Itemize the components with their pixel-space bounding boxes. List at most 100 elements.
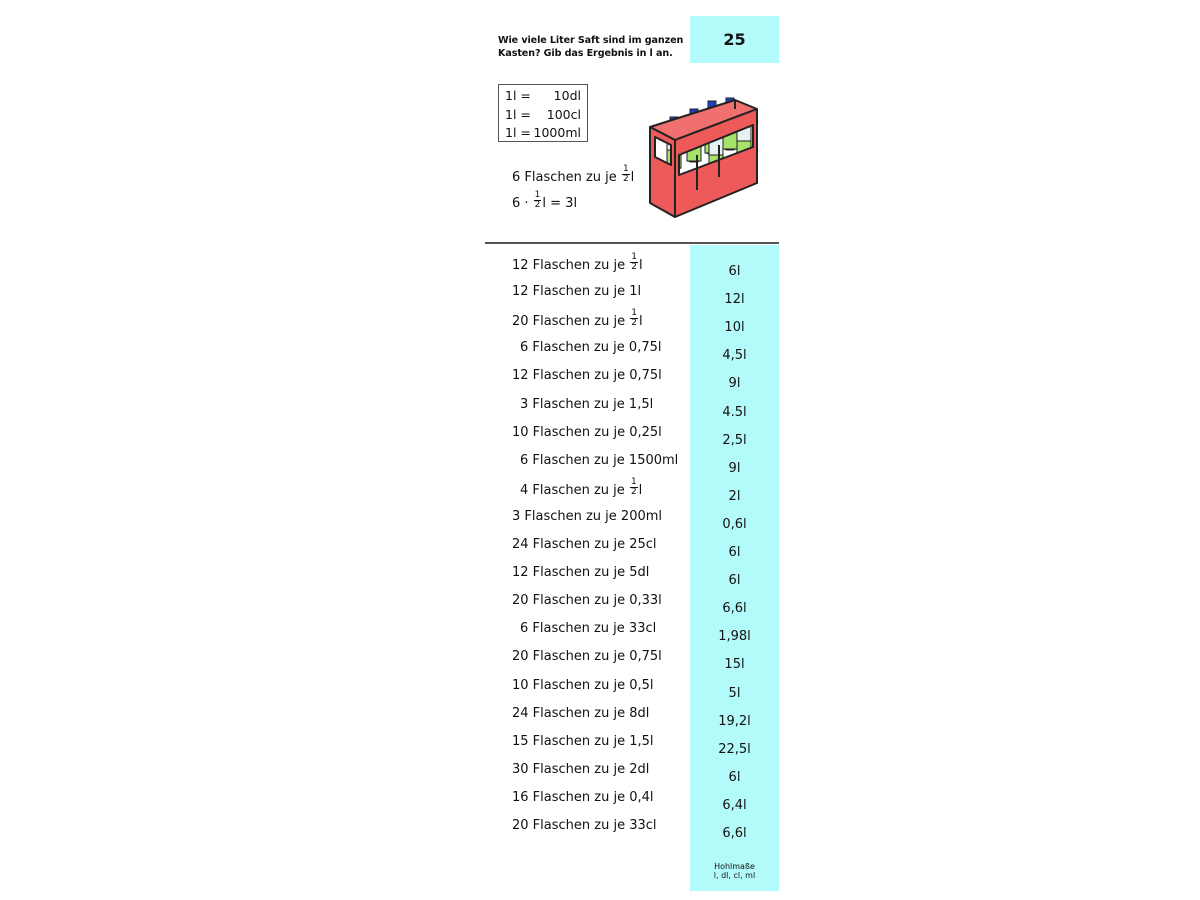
task-label: 12 Flaschen zu je (512, 258, 630, 273)
task-label: 10 Flaschen zu je 0,5l (512, 677, 654, 693)
example-text: 6 Flaschen zu je (512, 170, 621, 185)
conversion-row: 1l = 100cl (505, 106, 581, 125)
task-row: 3 Flaschen zu je 1,5l (520, 397, 710, 412)
task-row: 16 Flaschen zu je 0,4l (512, 790, 702, 805)
topic-units: l, dl, cl, ml (713, 871, 756, 880)
task-label: 6 Flaschen zu je 0,75l (520, 340, 662, 356)
fraction-denominator: 2 (534, 200, 541, 210)
task-label: 3 Flaschen zu je 1,5l (520, 396, 654, 412)
conversion-left: 1l = (505, 106, 531, 122)
conversion-right: 100cl (546, 106, 581, 122)
card-number: 25 (723, 30, 746, 49)
topic-note: Hohlmaße l, dl, cl, ml (690, 862, 779, 880)
answer-value: 2l (728, 488, 741, 504)
task-label: 12 Flaschen zu je 1l (512, 284, 642, 300)
task-row: 10 Flaschen zu je 0,25l (512, 425, 702, 440)
answer-value: 6,6l (722, 601, 747, 617)
example-text: 6 · (512, 196, 533, 211)
task-row: 20 Flaschen zu je 0,75l (512, 649, 702, 664)
task-unit: l (638, 258, 643, 273)
task-label: 16 Flaschen zu je 0,4l (512, 789, 654, 805)
task-row: 20 Flaschen zu je 33cl (512, 818, 702, 833)
conversion-left: 1l = (505, 88, 531, 103)
fraction-numerator: 1 (630, 308, 638, 320)
task-label: 6 Flaschen zu je 1500ml (520, 452, 679, 468)
task-label: 24 Flaschen zu je 8dl (512, 705, 650, 721)
conversion-table: 1l = 10dl 1l = 100cl 1l = 1000ml (498, 84, 588, 142)
section-divider (485, 242, 779, 244)
example-unit: l (630, 170, 635, 185)
task-row: 30 Flaschen zu je 2dl (512, 762, 702, 777)
task-row: 6 Flaschen zu je 33cl (520, 621, 710, 636)
task-label: 30 Flaschen zu je 2dl (512, 761, 650, 777)
question-text: Wie viele Liter Saft sind im ganzen Kast… (498, 35, 684, 59)
fraction-numerator: 1 (533, 190, 542, 201)
task-label: 12 Flaschen zu je 5dl (512, 565, 650, 581)
task-unit: l (638, 314, 643, 330)
task-row: 20 Flaschen zu je 0,33l (512, 593, 702, 608)
answer-value: 9l (728, 460, 741, 476)
task-label: 10 Flaschen zu je 0,25l (512, 424, 662, 440)
answer-value: 22,5l (718, 741, 751, 757)
fraction-denominator: 2 (622, 174, 629, 184)
task-row: 10 Flaschen zu je 0,5l (512, 678, 702, 693)
task-label: 6 Flaschen zu je 33cl (520, 621, 657, 637)
task-row: 15 Flaschen zu je 1,5l (512, 734, 702, 749)
example-result: l = 3l (542, 196, 578, 211)
conversion-right: 1000ml (533, 125, 581, 140)
answer-value: 19,2l (718, 713, 751, 729)
task-label: 4 Flaschen zu je (520, 482, 629, 498)
task-label: 20 Flaschen zu je 0,33l (512, 593, 662, 609)
bottle-crate-icon (645, 95, 765, 220)
task-row: 12 Flaschen zu je 5dl (512, 565, 702, 580)
answer-value: 6,4l (722, 797, 747, 813)
answer-value: 4.5l (722, 404, 747, 420)
task-row: 24 Flaschen zu je 8dl (512, 706, 702, 721)
task-label: 15 Flaschen zu je 1,5l (512, 733, 654, 749)
fraction-numerator: 1 (621, 164, 630, 175)
task-row: 12 Flaschen zu je 0,75l (512, 368, 702, 383)
task-row: 6 Flaschen zu je 1500ml (520, 453, 710, 468)
task-label: 3 Flaschen zu je 200ml (512, 508, 663, 524)
task-label: 24 Flaschen zu je 25cl (512, 537, 657, 552)
answer-value: 9l (728, 376, 741, 392)
card-number-box: 25 (690, 16, 779, 63)
answer-value: 5l (728, 685, 741, 701)
answer-value: 6l (728, 769, 741, 785)
fraction-numerator: 1 (629, 476, 638, 488)
answer-value: 15l (724, 657, 745, 673)
conversion-row: 1l = 10dl (505, 87, 581, 106)
answer-value: 4,5l (722, 348, 747, 364)
answer-value: 6l (728, 573, 741, 589)
answer-value: 10l (724, 320, 745, 336)
answer-value: 6,6l (722, 826, 747, 841)
task-label: 12 Flaschen zu je 0,75l (512, 368, 662, 384)
task-row: 12 Flaschen zu je 1l (512, 284, 702, 299)
task-label: 20 Flaschen zu je 33cl (512, 818, 657, 833)
conversion-left: 1l = (505, 125, 531, 140)
answer-value: 6l (728, 545, 741, 560)
task-label: 20 Flaschen zu je (512, 314, 630, 330)
fraction-denominator: 2 (631, 262, 637, 272)
answer-value: 6l (728, 264, 741, 279)
task-row: 3 Flaschen zu je 200ml (512, 509, 702, 524)
fraction-numerator: 1 (630, 252, 638, 263)
task-row: 6 Flaschen zu je 0,75l (520, 340, 710, 355)
answer-value: 12l (724, 292, 745, 308)
conversion-row: 1l = 1000ml (505, 124, 581, 143)
answer-value: 0,6l (722, 516, 747, 532)
fraction-denominator: 2 (630, 486, 637, 497)
fraction-denominator: 2 (631, 318, 637, 329)
answer-column (690, 245, 779, 891)
topic-title: Hohlmaße (714, 862, 755, 871)
